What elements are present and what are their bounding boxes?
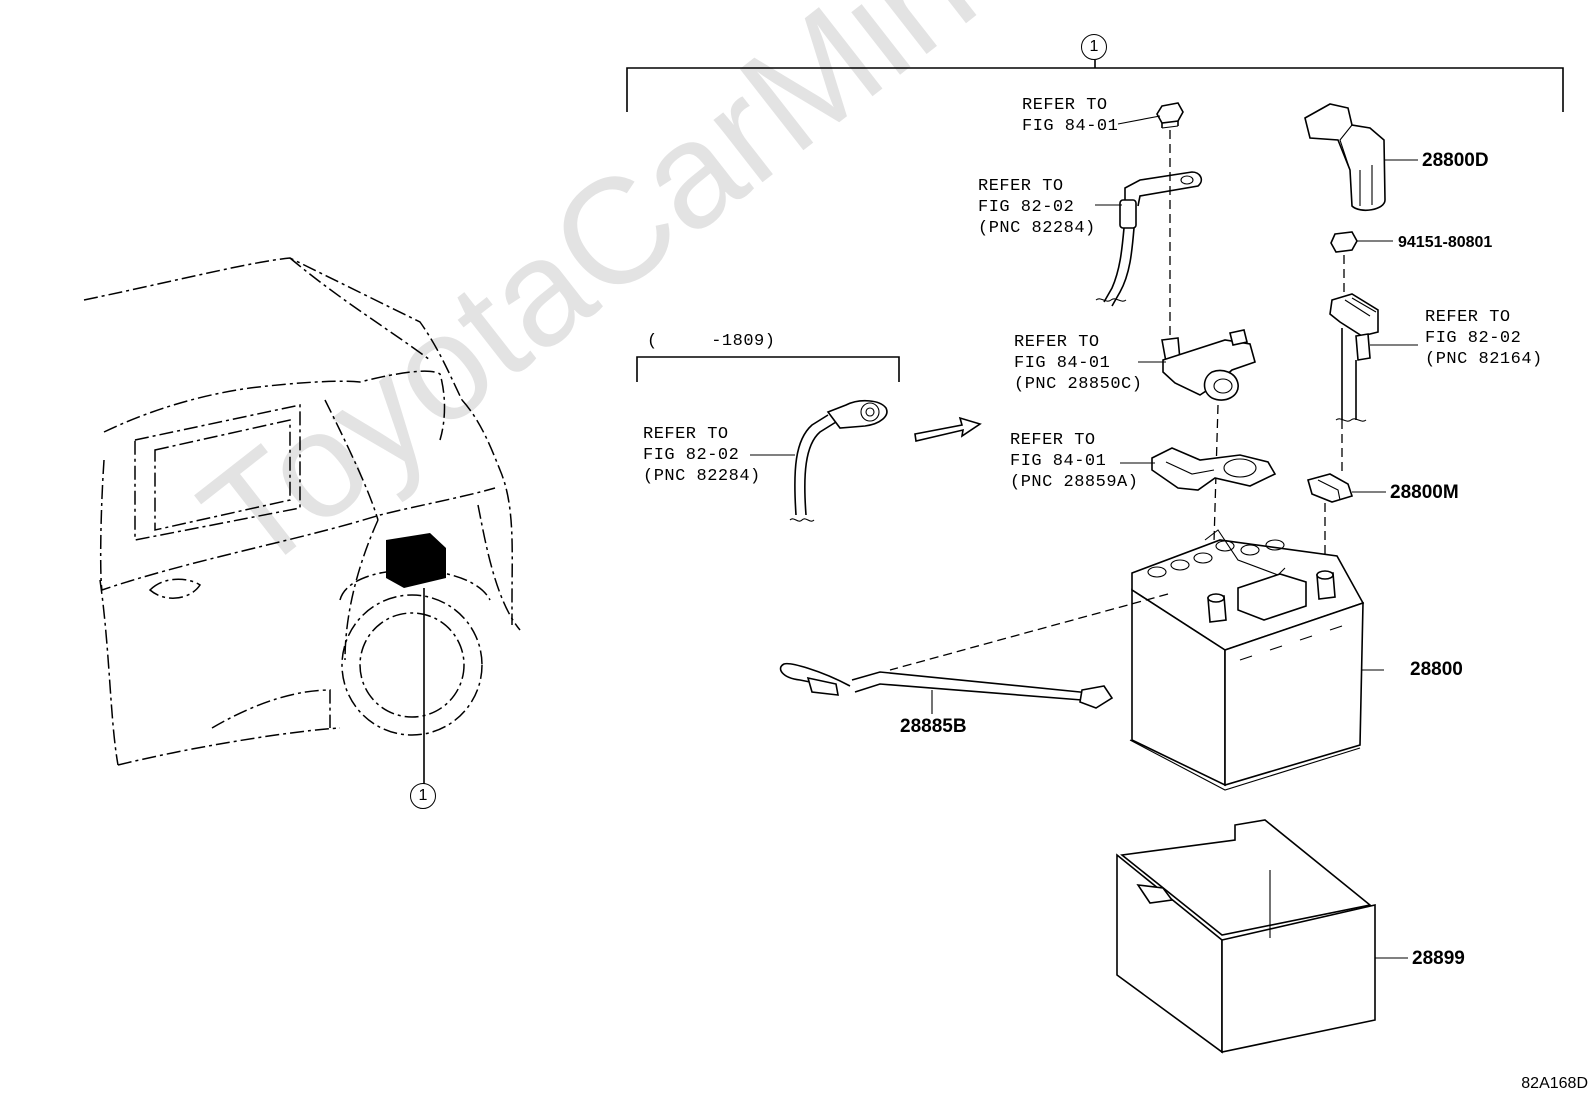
vent-hose bbox=[779, 662, 1114, 714]
part-number-battery: 28800 bbox=[1410, 659, 1463, 680]
vehicle-outline bbox=[83, 257, 521, 766]
callout-terminal-neg: REFER TO FIG 84-01 (PNC 28850C) bbox=[1014, 333, 1143, 394]
battery bbox=[889, 529, 1384, 791]
callout-nut-top: REFER TO FIG 84-01 bbox=[1022, 96, 1119, 136]
date-bracket bbox=[636, 356, 900, 382]
group-bracket-top bbox=[626, 60, 1564, 112]
callout-cable-pos: REFER TO FIG 82-02 (PNC 82164) bbox=[1425, 308, 1543, 369]
part-number-hose: 28885B bbox=[900, 716, 967, 737]
terminal-cover bbox=[1304, 103, 1418, 212]
replacement-arrow bbox=[914, 416, 982, 442]
positive-cable bbox=[1329, 293, 1418, 476]
part-number-clamp: 28800M bbox=[1390, 482, 1459, 503]
callout-bracket-neg: REFER TO FIG 84-01 (PNC 28859A) bbox=[1010, 431, 1139, 492]
part-number-nut: 94151-80801 bbox=[1398, 234, 1493, 251]
date-range-label: ( -1809) bbox=[647, 332, 776, 351]
callout-cable-top: REFER TO FIG 82-02 (PNC 82284) bbox=[978, 177, 1096, 238]
leader-lines bbox=[750, 115, 1166, 464]
terminal-nut bbox=[1330, 231, 1393, 300]
ground-cable bbox=[1095, 102, 1203, 335]
battery-location-marker bbox=[386, 533, 446, 785]
part-number-cover: 28800D bbox=[1422, 150, 1489, 171]
positive-clamp bbox=[1307, 473, 1386, 572]
ref-circle-vehicle: 1 bbox=[410, 783, 436, 809]
terminal-bracket bbox=[1151, 447, 1277, 491]
battery-tray bbox=[1116, 819, 1408, 1054]
callout-cable-old: REFER TO FIG 82-02 (PNC 82284) bbox=[643, 425, 761, 486]
part-number-tray: 28899 bbox=[1412, 948, 1465, 969]
ref-circle-top: 1 bbox=[1081, 34, 1107, 60]
old-negative-cable bbox=[789, 399, 888, 522]
diagram-code: 82A168D bbox=[1521, 1075, 1588, 1092]
negative-terminal-sensor bbox=[1161, 329, 1256, 611]
